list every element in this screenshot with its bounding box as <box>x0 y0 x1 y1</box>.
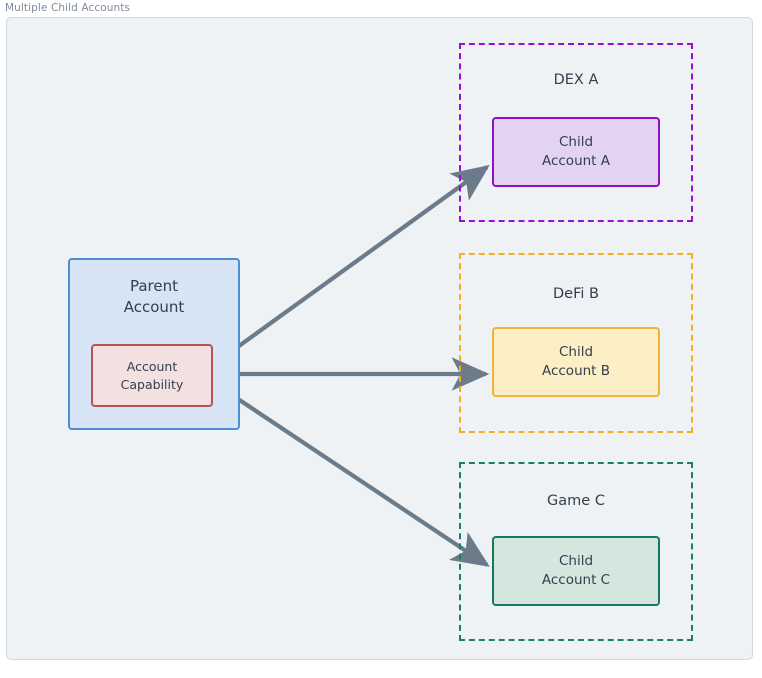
group-dex-a-title: DEX A <box>553 72 599 88</box>
account-capability-label-line2: Capability <box>120 376 184 392</box>
group-defi-b-title: DeFi B <box>553 286 599 302</box>
child-account-b-node[interactable]: Child Account B <box>492 327 660 397</box>
child-account-a-label-line2: Account A <box>541 153 611 169</box>
diagram-caption: Multiple Child Accounts <box>5 2 131 14</box>
parent-account-label: Parent Account <box>124 276 185 319</box>
child-account-c-label-line1: Child <box>558 552 594 569</box>
child-account-c-node[interactable]: Child Account C <box>492 536 660 606</box>
account-capability-label-line1: Account <box>126 358 178 374</box>
child-account-a-label-line1: Child <box>558 133 594 150</box>
group-game-c-title: Game C <box>547 493 605 509</box>
account-capability-node[interactable]: Account Capability <box>91 344 213 407</box>
parent-account-label-line1: Parent <box>129 277 178 295</box>
parent-account-label-line2: Account <box>123 298 185 317</box>
group-dex-a[interactable]: DEX A <box>459 43 693 222</box>
child-account-c-label-line2: Account C <box>541 572 611 588</box>
child-account-b-label-line1: Child <box>558 343 594 360</box>
child-account-a-node[interactable]: Child Account A <box>492 117 660 187</box>
group-defi-b[interactable]: DeFi B <box>459 253 693 433</box>
group-game-c[interactable]: Game C <box>459 462 693 641</box>
child-account-b-label-line2: Account B <box>541 363 611 379</box>
